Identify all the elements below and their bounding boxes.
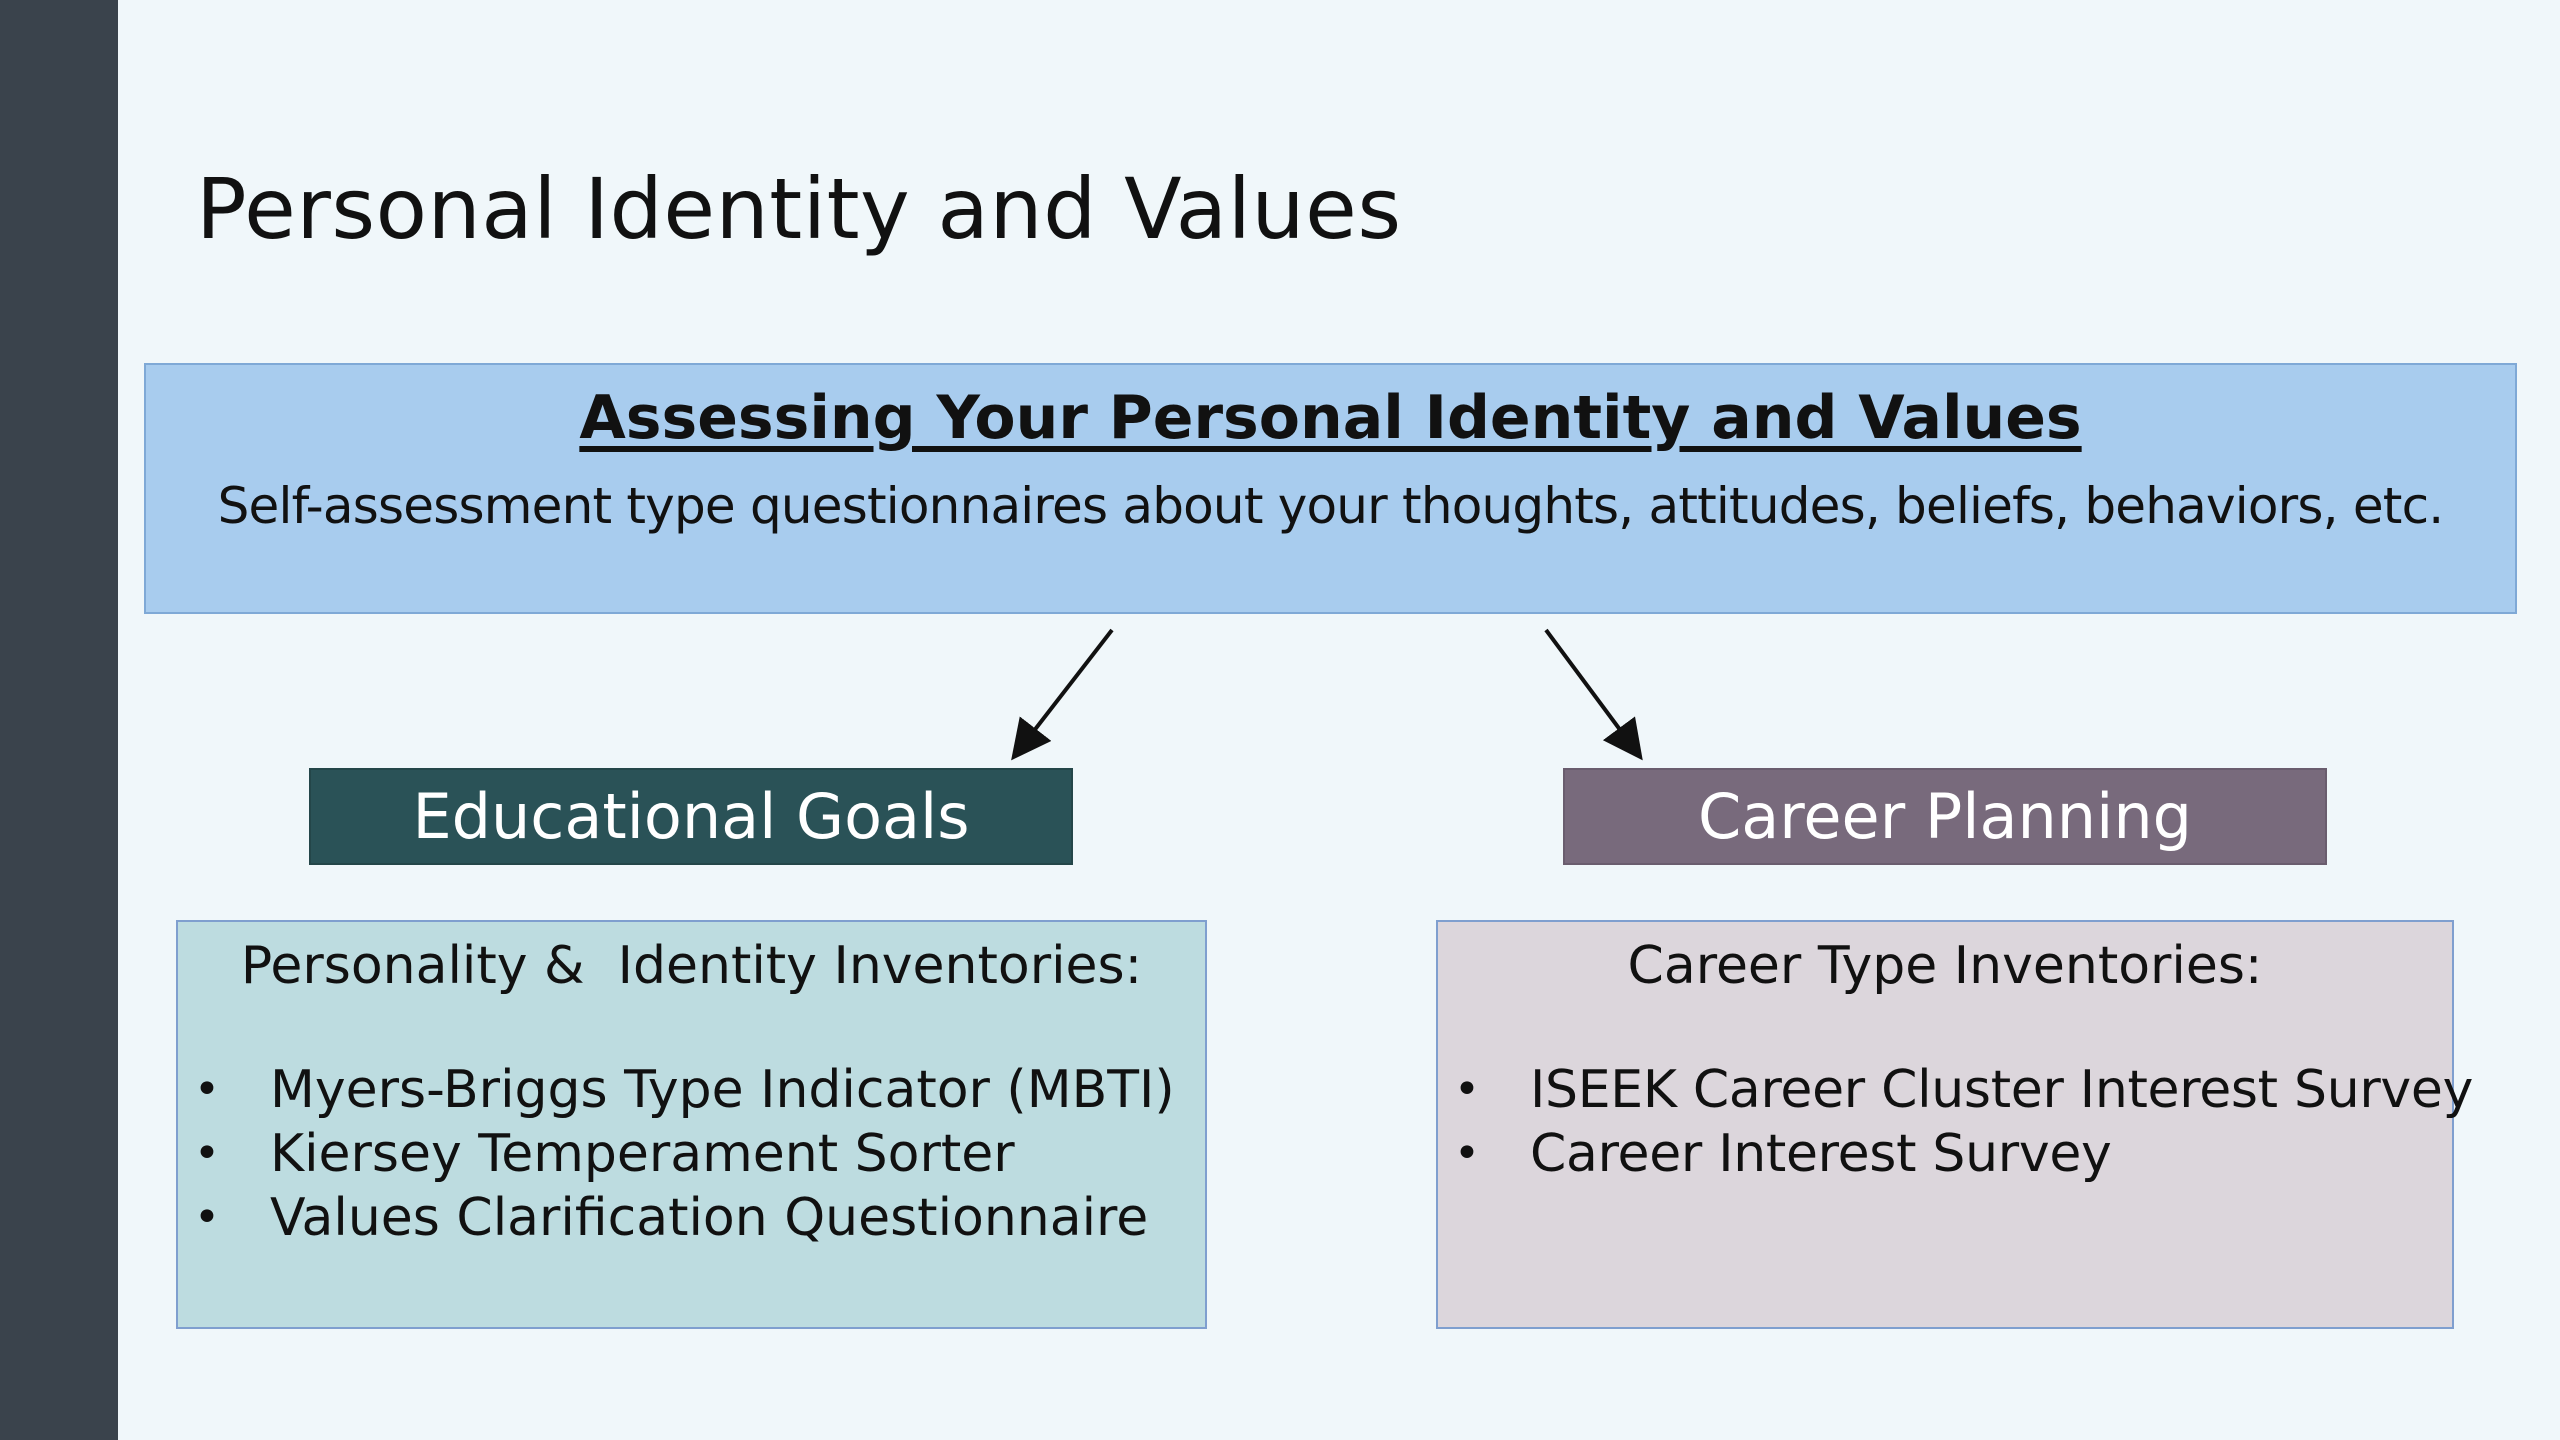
career-inventories-box: Career Type Inventories: • ISEEK Career C… [1436, 920, 2473, 1329]
assessment-description: Self-assessment type questionnaires abou… [217, 477, 2445, 535]
list-item-text: Values Clarification Questionnaire [270, 1188, 1149, 1248]
bullet-icon: • [1454, 1064, 1480, 1115]
list-item: • Myers-Briggs Type Indicator (MBTI) [178, 1058, 1205, 1122]
career-inventories-list: • ISEEK Career Cluster Interest Survey • C… [1438, 1058, 2473, 1186]
slide-title: Personal Identity and Values [196, 160, 1402, 258]
sidebar-accent-bar [0, 0, 118, 1440]
list-item-text: Myers-Briggs Type Indicator (MBTI) [270, 1060, 1175, 1120]
bullet-icon: • [194, 1192, 220, 1243]
arrow-to-career-planning [1544, 628, 1643, 761]
assessment-heading: Assessing Your Personal Identity and Val… [579, 383, 2082, 453]
list-item: • Kiersey Temperament Sorter [178, 1122, 1205, 1186]
career-inventories-heading: Career Type Inventories: [1627, 936, 2263, 996]
educational-goals-box: Educational Goals [309, 768, 1073, 865]
arrow-to-educational-goals [1011, 628, 1114, 761]
list-item: • Career Interest Survey [1438, 1122, 2452, 1186]
bullet-icon: • [194, 1128, 220, 1179]
list-item-text: Kiersey Temperament Sorter [270, 1124, 1015, 1184]
personality-inventories-box: Personality & Identity Inventories: • Mye… [176, 920, 1207, 1329]
career-planning-box: Career Planning [1563, 768, 2327, 865]
educational-goals-label: Educational Goals [412, 780, 970, 853]
assessment-box: Assessing Your Personal Identity and Val… [144, 363, 2517, 614]
career-planning-label: Career Planning [1698, 780, 2192, 853]
list-item: • ISEEK Career Cluster Interest Survey [1438, 1058, 2473, 1122]
bullet-icon: • [194, 1064, 220, 1115]
list-item-text: ISEEK Career Cluster Interest Survey [1530, 1060, 2474, 1120]
personality-inventories-list: • Myers-Briggs Type Indicator (MBTI) • Kie… [178, 1058, 1205, 1250]
bullet-icon: • [1454, 1128, 1480, 1179]
personality-inventories-heading: Personality & Identity Inventories: [240, 936, 1143, 996]
list-item: • Values Clarification Questionnaire [178, 1186, 1205, 1250]
list-item-text: Career Interest Survey [1530, 1124, 2112, 1184]
